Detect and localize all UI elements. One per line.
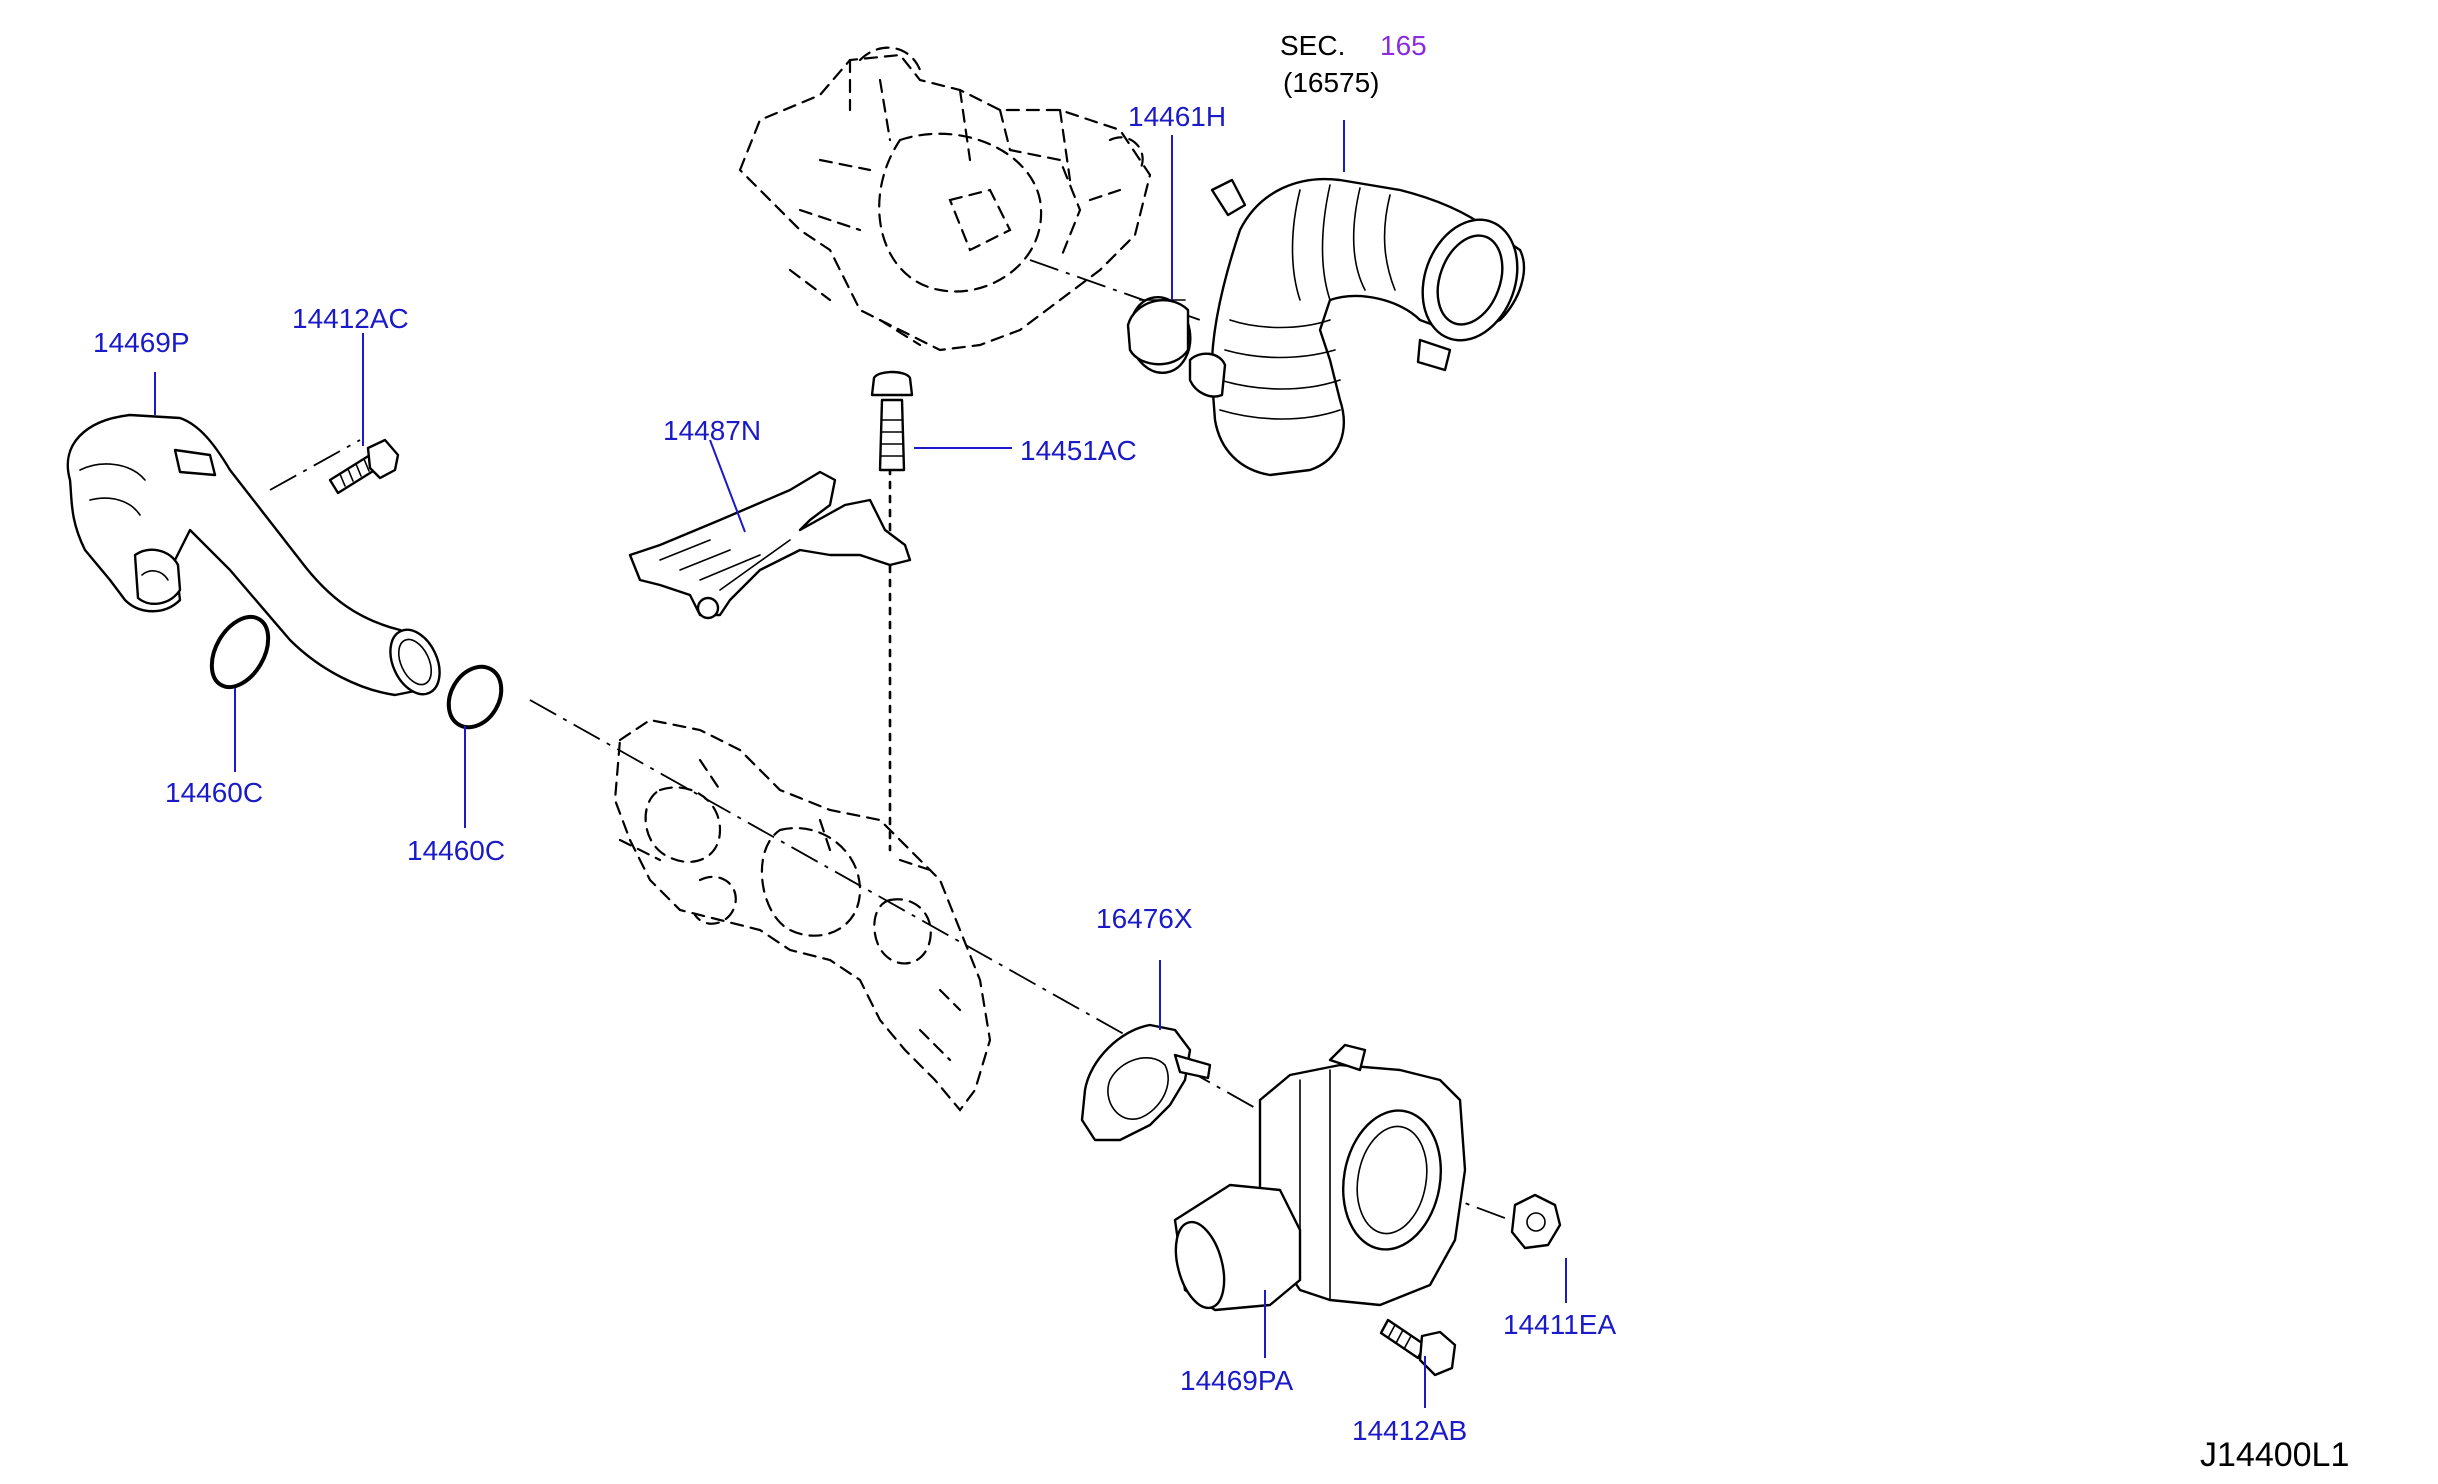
part-label-14461h[interactable]: 14461H (1128, 101, 1226, 132)
bolt-14412ab (1379, 1318, 1457, 1377)
o-ring-14460c-right (446, 664, 504, 730)
leader-lines (154, 120, 1567, 1408)
bolt-14451ac (870, 370, 914, 472)
gasket-16476x (1080, 1023, 1212, 1142)
engine-ghost-upper (738, 46, 1152, 352)
part-label-16476x[interactable]: 16476X (1096, 903, 1193, 934)
part-label-14460c-left[interactable]: 14460C (165, 777, 263, 808)
drawing-id: J14400L1 (2200, 1436, 2349, 1474)
sec-sub: (16575) (1283, 67, 1380, 98)
part-label-14412ab[interactable]: 14412AB (1352, 1415, 1467, 1446)
sec-label: SEC. (1280, 30, 1345, 61)
part-label-14460c-right[interactable]: 14460C (407, 835, 505, 866)
o-ring-14460c-left (209, 614, 271, 690)
air-duct (1188, 177, 1526, 477)
part-label-14469pa[interactable]: 14469PA (1180, 1365, 1293, 1396)
throttle-body-14469pa (1173, 1043, 1467, 1312)
engine-ghost-lower (613, 718, 992, 1112)
pipe-14469p (66, 413, 441, 697)
bolt-14412ac (328, 438, 400, 495)
sec-number[interactable]: 165 (1380, 30, 1427, 61)
part-label-14487n[interactable]: 14487N (663, 415, 761, 446)
bracket-14487n (628, 470, 912, 620)
clamp-14461h (1126, 296, 1192, 374)
part-label-14412ac[interactable]: 14412AC (292, 303, 409, 334)
part-label-14469p[interactable]: 14469P (93, 327, 190, 358)
labels: SEC. 165 (16575) 14461H 14469P 14412AC 1… (93, 30, 2349, 1474)
part-label-14411ea[interactable]: 14411EA (1503, 1309, 1616, 1340)
nut-14411ea (1510, 1193, 1562, 1250)
part-label-14451ac[interactable]: 14451AC (1020, 435, 1137, 466)
